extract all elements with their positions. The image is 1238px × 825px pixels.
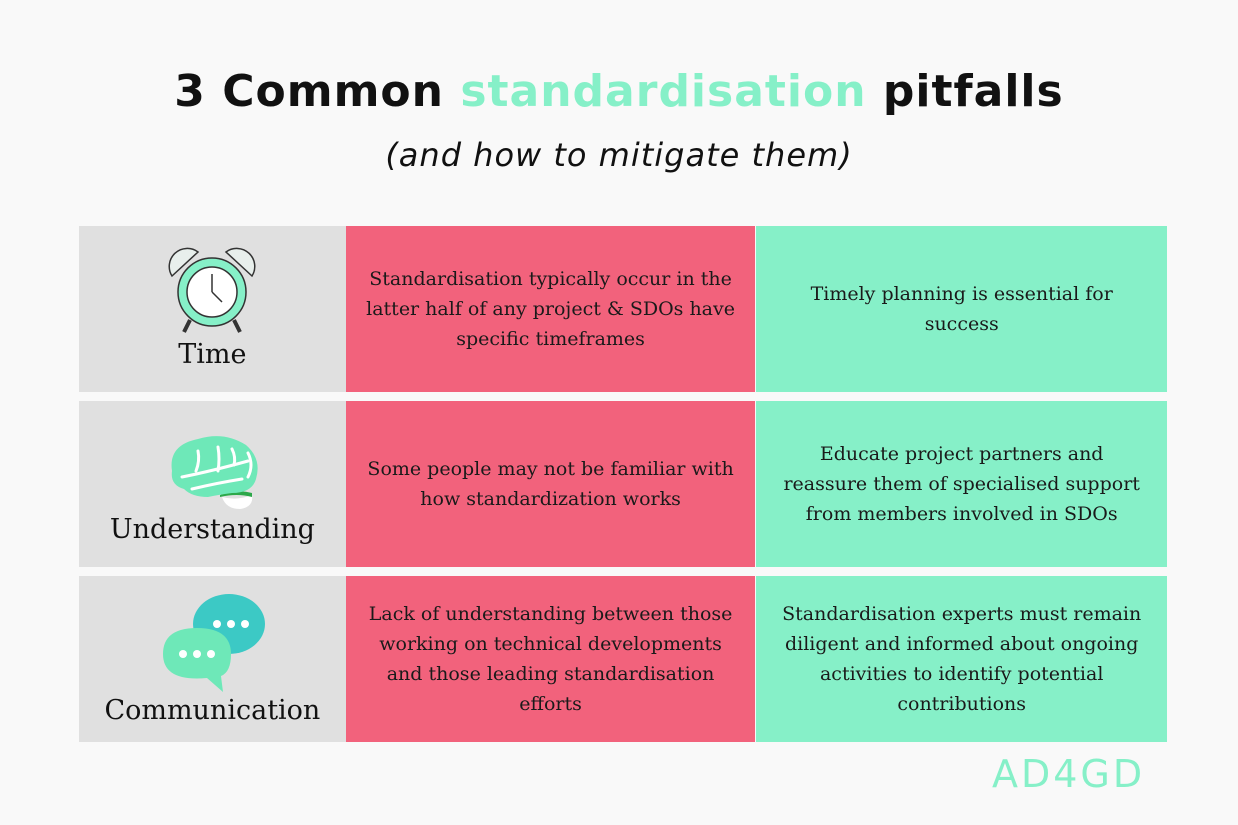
pitfall-row-communication: Communication Lack of understanding betw… [79, 576, 1167, 742]
brain-icon [171, 436, 259, 509]
solution-cell: Standardisation experts must remain dili… [756, 576, 1167, 742]
chat-bubbles-icon [163, 594, 266, 692]
problem-cell: Lack of understanding between those work… [345, 576, 756, 742]
label-cell: Communication [79, 576, 346, 742]
row-label: Time [178, 339, 247, 370]
pitfall-row-understanding: Understanding Some people may not be fam… [79, 401, 1167, 567]
page-subtitle: (and how to mitigate them) [385, 136, 853, 174]
title-highlight: standardisation [460, 66, 867, 117]
solution-cell: Timely planning is essential for success [756, 226, 1167, 392]
page-title: 3 Common standardisation pitfalls [0, 66, 1238, 117]
row-label: Communication [104, 695, 321, 726]
label-cell: Time [79, 226, 346, 392]
alarm-clock-icon [168, 247, 256, 333]
ad4gd-logo: AD4GD [992, 752, 1146, 796]
problem-cell: Some people may not be familiar with how… [345, 401, 756, 567]
problem-cell: Standardisation typically occur in the l… [345, 226, 756, 392]
solution-cell: Educate project partners and reassure th… [756, 401, 1167, 567]
row-label: Understanding [109, 514, 315, 545]
title-text: 3 Common [174, 66, 461, 117]
label-cell: Understanding [79, 401, 346, 567]
title-text: pitfalls [866, 66, 1064, 117]
pitfall-row-time: Time Standardisation typically occur in … [79, 226, 1167, 392]
